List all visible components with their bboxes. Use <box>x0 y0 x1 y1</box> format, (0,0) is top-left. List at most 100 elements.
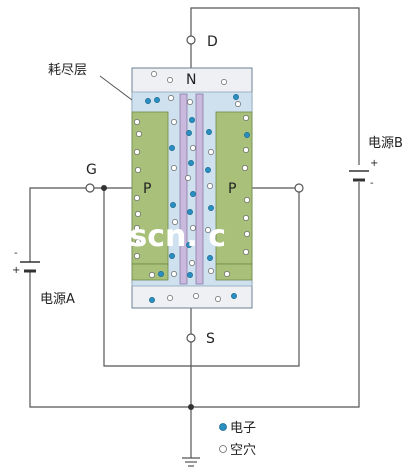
depletion-layer-label: 耗尽层 <box>48 63 87 78</box>
gate-wire <box>29 187 86 262</box>
hole-dot <box>193 293 199 299</box>
p-region-right-base <box>215 263 253 281</box>
hole-dot <box>134 253 140 259</box>
gate-right-terminal <box>294 183 304 193</box>
hole-dot <box>215 296 221 302</box>
hole-dot <box>171 119 177 125</box>
hole-dot <box>136 131 142 137</box>
channel-bar-right <box>195 93 204 285</box>
depletion-leader <box>99 75 133 101</box>
hole-dot <box>134 195 140 201</box>
p-left-label: P <box>143 181 151 197</box>
source-terminal <box>186 333 196 343</box>
supply-b-return-wire <box>191 182 360 408</box>
hole-dot <box>190 145 196 151</box>
electron-dot <box>169 145 175 151</box>
supply-a-battery <box>20 261 40 273</box>
hole-dot <box>187 99 193 105</box>
gate-terminal <box>85 183 95 193</box>
electron-dot <box>170 202 176 208</box>
source-label: S <box>206 331 215 347</box>
gate-label: G <box>86 162 97 178</box>
hole-dot <box>243 215 249 221</box>
carriers <box>134 71 250 303</box>
electron-dot <box>233 94 239 100</box>
hole-dot <box>167 295 173 301</box>
ground-symbol <box>182 457 200 467</box>
drain-wire <box>190 7 360 165</box>
hole-dot <box>221 79 227 85</box>
legend-electron-marker <box>219 423 227 431</box>
electron-dot <box>158 271 164 277</box>
hole-dot <box>244 197 250 203</box>
p-right-label: P <box>228 181 236 197</box>
hole-dot <box>135 167 141 173</box>
hole-dot <box>149 272 155 278</box>
hole-dot <box>190 225 196 231</box>
electron-dot <box>169 253 175 259</box>
electron-dot <box>186 130 192 136</box>
electron-dot <box>188 160 194 166</box>
hole-dot <box>172 219 178 225</box>
jfet-body <box>131 67 253 309</box>
hole-dot <box>167 77 173 83</box>
electron-dot <box>231 293 237 299</box>
wires <box>29 7 360 458</box>
hole-dot <box>171 165 177 171</box>
legend-hole-label: 空穴 <box>230 443 256 458</box>
junction-ground <box>188 404 194 410</box>
watermark-text: nscn. c <box>108 219 226 254</box>
hole-dot <box>242 165 248 171</box>
gate-loop-wire <box>103 188 300 367</box>
hole-dot <box>243 115 249 121</box>
hole-dot <box>208 268 214 274</box>
hole-dot <box>224 271 230 277</box>
hole-dot <box>243 147 249 153</box>
hole-dot <box>244 231 250 237</box>
electron-dot <box>187 272 193 278</box>
electron-dot <box>154 97 160 103</box>
hole-dot <box>134 119 140 125</box>
electron-dot <box>208 205 214 211</box>
supply-b-battery <box>349 170 369 182</box>
supply-a-label: 电源A <box>40 292 75 307</box>
hole-dot <box>134 149 140 155</box>
hole-dot <box>168 95 174 101</box>
supply-a-minus: - <box>14 248 18 259</box>
supply-a-plus: + <box>12 265 20 276</box>
legend: 电子 空穴 <box>219 421 256 458</box>
hole-dot <box>134 225 140 231</box>
supply-a-return-wire <box>29 272 191 408</box>
supply-b-plus: + <box>370 158 378 169</box>
electron-dot <box>205 167 211 173</box>
electron-dot <box>189 117 195 123</box>
hole-dot <box>189 260 195 266</box>
hole-dot <box>185 175 191 181</box>
electron-dot <box>207 255 213 261</box>
hole-dot <box>171 271 177 277</box>
electron-dot <box>187 209 193 215</box>
hole-dot <box>243 249 249 255</box>
drain-label: D <box>207 34 218 50</box>
hole-dot <box>208 149 214 155</box>
electron-dot <box>244 132 250 138</box>
electron-dot <box>190 191 196 197</box>
junction-gate <box>101 185 107 191</box>
legend-hole-marker <box>219 445 227 453</box>
supply-b-minus: - <box>370 178 374 189</box>
hole-dot <box>151 71 157 77</box>
hole-dot <box>135 211 141 217</box>
electron-dot <box>186 242 192 248</box>
hole-dot <box>235 101 241 107</box>
electron-dot <box>149 297 155 303</box>
electron-dot <box>206 129 212 135</box>
n-region-label: N <box>186 72 196 88</box>
p-region-left <box>131 111 169 265</box>
legend-electron-label: 电子 <box>230 421 256 436</box>
drain-terminal <box>186 35 196 45</box>
hole-dot <box>205 227 211 233</box>
hole-dot <box>207 183 213 189</box>
supply-b-label: 电源B <box>368 136 403 151</box>
channel-bar-left <box>179 93 188 285</box>
